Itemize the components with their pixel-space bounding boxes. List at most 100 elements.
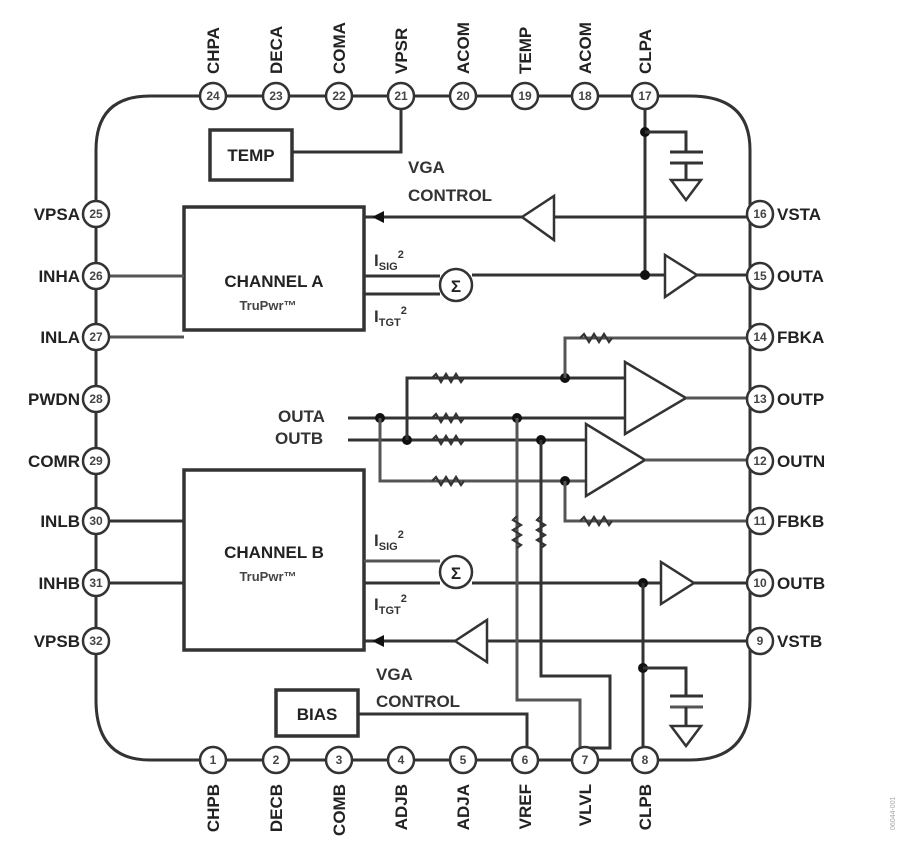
- pin-11: 11 FBKB: [745, 506, 824, 536]
- pin-number: 31: [89, 576, 103, 590]
- pin-number: 23: [269, 89, 283, 103]
- pin-number: 19: [518, 89, 532, 103]
- vga-label-a-1: VGA: [408, 158, 445, 177]
- arrow-head-a: [372, 211, 384, 223]
- pin-number: 1: [210, 753, 217, 767]
- pin-label: TEMP: [516, 27, 535, 74]
- pin-number: 14: [753, 330, 767, 344]
- pin-label: INLA: [40, 328, 80, 347]
- resistor: [431, 474, 465, 488]
- pin-label: COMA: [330, 22, 349, 74]
- bias-block-label: BIAS: [297, 705, 338, 724]
- ground-b-icon: [668, 724, 704, 749]
- bias-block: [274, 688, 360, 738]
- pin-label: COMB: [330, 784, 349, 836]
- pin-label: VSTB: [777, 632, 822, 651]
- pin-number: 6: [522, 753, 529, 767]
- pin-27: 27 INLA: [40, 322, 111, 352]
- pin-19: 19 TEMP: [510, 27, 540, 111]
- temp-wire: [292, 96, 403, 154]
- resistor: [431, 371, 465, 385]
- resistor: [579, 331, 613, 345]
- pin-label: VSTA: [777, 205, 821, 224]
- pin-number: 3: [336, 753, 343, 767]
- itgt-a-label: ITGT2: [374, 305, 407, 329]
- bias-wire: [358, 712, 529, 760]
- vga-buffer-a: [519, 193, 556, 243]
- temp-block: [208, 128, 294, 182]
- channel-b-block: [182, 468, 366, 652]
- pin-13: 13 OUTP: [745, 384, 824, 414]
- pin-label: DECB: [267, 784, 286, 832]
- pin-22: 22 COMA: [324, 22, 354, 111]
- vga-buffer-b: [452, 617, 489, 665]
- pin-24: 24 CHPA: [198, 27, 228, 111]
- channel-b-subtitle: TruPwr™: [239, 569, 296, 584]
- summer-a: [438, 267, 474, 303]
- resistor: [431, 411, 465, 425]
- outa-input-label: OUTA: [278, 407, 325, 426]
- channel-a-label: CHANNEL A: [224, 272, 323, 291]
- resistor: [534, 515, 548, 549]
- channel-a-block: [182, 205, 366, 332]
- pin-label: CHPB: [204, 784, 223, 832]
- pin-number: 2: [273, 753, 280, 767]
- outb-input-label: OUTB: [275, 429, 323, 448]
- pin-number: 17: [638, 89, 652, 103]
- sigma-a: Σ: [451, 277, 461, 296]
- pin-number: 20: [456, 89, 470, 103]
- pin-number: 26: [89, 269, 103, 283]
- pin-number: 4: [398, 753, 405, 767]
- pin-number: 27: [89, 330, 103, 344]
- pin-number: 18: [578, 89, 592, 103]
- sigma-b: Σ: [451, 564, 461, 583]
- resistor: [579, 514, 613, 528]
- pin-number: 8: [642, 753, 649, 767]
- pin-number: 5: [460, 753, 467, 767]
- pin-label: ADJB: [392, 784, 411, 830]
- pin-label: FBKB: [777, 512, 824, 531]
- pin-number: 16: [753, 207, 767, 221]
- pin-number: 13: [753, 392, 767, 406]
- pin-label: COMR: [28, 452, 80, 471]
- pin-label: OUTB: [777, 574, 825, 593]
- pin-31: 31 INHB: [38, 568, 111, 598]
- pin-label: VPSB: [34, 632, 80, 651]
- pin-label: OUTP: [777, 390, 824, 409]
- pin-label: CLPA: [636, 29, 655, 74]
- pin-label: INLB: [40, 512, 80, 531]
- pin-label: CHPA: [204, 27, 223, 74]
- output-buffer-a: [663, 252, 700, 300]
- arrow-head-b: [372, 635, 384, 647]
- pin-number: 25: [89, 207, 103, 221]
- pin-label: INHB: [38, 574, 80, 593]
- temp-block-label: TEMP: [227, 146, 274, 165]
- isig-b-label: ISIG2: [374, 529, 404, 553]
- pin-label: FBKA: [777, 328, 824, 347]
- pin-number: 11: [754, 514, 767, 528]
- pin-label: VLVL: [576, 784, 595, 826]
- pin-label: ACOM: [454, 22, 473, 74]
- pin-number: 22: [332, 89, 346, 103]
- pin-number: 24: [206, 89, 220, 103]
- channel-a-subtitle: TruPwr™: [239, 298, 296, 313]
- pin-label: PWDN: [28, 390, 80, 409]
- vga-label-a-2: CONTROL: [408, 186, 492, 205]
